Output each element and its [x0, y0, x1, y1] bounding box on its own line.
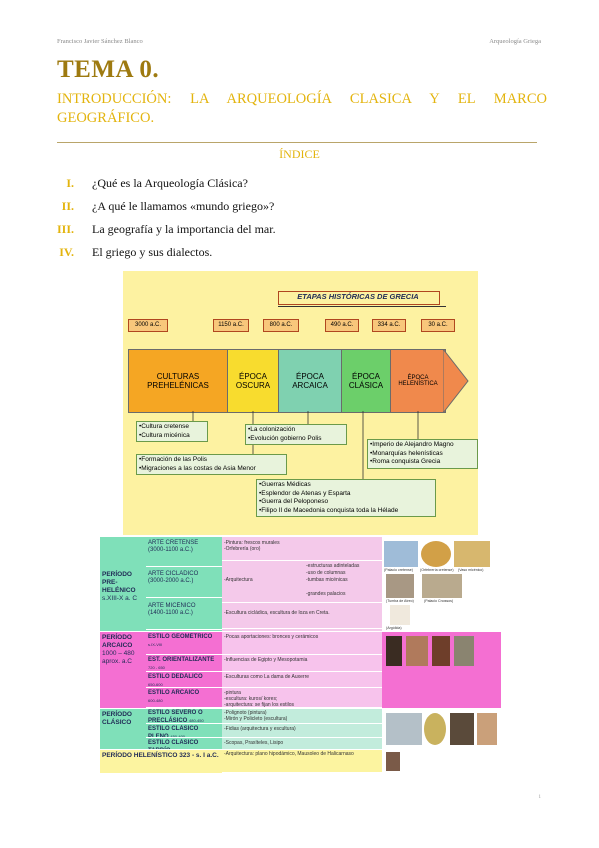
- style-severe: ESTILO SEVERO O PRECLÁSICO 480-450: [146, 709, 222, 724]
- gold-jewel-image: [421, 541, 451, 567]
- desc-geometric: -Pocas aportaciones: bronces y cerámicos: [222, 633, 382, 655]
- parthenon-image: [386, 713, 422, 745]
- desc-cycladic: -Arquitectura -estructuras adinteladas -…: [222, 561, 382, 603]
- period-hellenistic: PERÍODO HELENÍSTICO 323 - s. I a.C.: [100, 750, 222, 773]
- desc-severe: -Polignoto (pintura)-Mirón y Policleto (…: [222, 709, 382, 724]
- art-periods-table: PERÍODO PRE-HELÉNICO s.XIII-X a. C PERÍO…: [100, 537, 501, 773]
- hellenistic-sculpture-image: [386, 752, 400, 771]
- desc-daedalic: -Esculturas como La dama de Auxerre: [222, 673, 382, 688]
- era-prehelenic: CULTURAS PREHELÉNICAS: [128, 349, 228, 413]
- timeline-banner-box: [278, 291, 440, 305]
- prehelenic-style-bg: [146, 537, 222, 631]
- style-cycladic: ARTE CICLÁDICO(3000-2000 a.C.): [146, 570, 222, 598]
- desc-hellenistic: -Arquitectura: plano hipodámico, Mausole…: [222, 750, 382, 773]
- toc-number: IV.: [59, 245, 74, 259]
- era-archaic: ÉPOCA ARCAICA: [278, 349, 342, 413]
- hellenistic-images: [382, 750, 501, 773]
- note-classical: •Guerras Médicas•Esplendor de Atenas y E…: [256, 479, 436, 518]
- table-of-contents: I. ¿Qué es la Arqueología Clásica? II. ¿…: [0, 176, 599, 266]
- timeline-figure: ETAPAS HISTÓRICAS DE GRECIA 3000 a.C. 11…: [123, 271, 478, 535]
- kouros-image: [406, 636, 428, 666]
- date-label: 1150 a.C.: [213, 319, 249, 332]
- caption: (Tumba de Atreo): [386, 599, 414, 603]
- period-classical: PERÍODO CLÁSICO: [100, 709, 146, 749]
- era-classical: ÉPOCA CLÁSICA: [341, 349, 391, 413]
- note-dark: •Formación de las Polis•Migraciones a la…: [136, 454, 287, 476]
- kore-image: [454, 636, 474, 666]
- desc-mycenaean: -Escultura cicládica, escultura de loza …: [222, 609, 382, 629]
- timeline-banner: ETAPAS HISTÓRICAS DE GRECIA: [297, 292, 419, 301]
- date-label: 800 a.C.: [263, 319, 299, 332]
- date-label: 30 a.C.: [421, 319, 455, 332]
- toc-item[interactable]: ¿Qué es la Arqueología Clásica?: [92, 176, 248, 190]
- classical-desc-bg: [222, 709, 382, 749]
- caption: (Vaso micénico): [458, 568, 484, 572]
- era-dark: ÉPOCA OSCURA: [227, 349, 279, 413]
- palace-image: [422, 574, 462, 598]
- page-number: 1: [538, 795, 542, 800]
- page-subtitle-line1: INTRODUCCIÓN: LA ARQUEOLOGÍA CLASICA Y E…: [57, 91, 547, 107]
- page-title: TEMA 0.: [57, 56, 160, 83]
- period-prehelenic: PERÍODO PRE-HELÉNICO s.XIII-X a. C: [100, 537, 146, 631]
- divider: [57, 142, 537, 143]
- discobolus-image: [450, 713, 474, 745]
- period-archaic: PERÍODO ARCAICO 1000 – 480 aprox. a.C: [100, 632, 146, 708]
- desc-classical-full: -Fidias (arquitectura y escultura): [222, 725, 382, 738]
- caption: (Palacio Cnossos): [424, 599, 454, 603]
- toc-item[interactable]: ¿A qué le llamamos «mundo griego»?: [92, 199, 275, 213]
- caption: (Palacio cretense): [384, 568, 413, 572]
- note-archaic: •La colonización•Evolución gobierno Poli…: [245, 424, 347, 446]
- page-subtitle-line2: GEOGRÁFICO.: [57, 110, 155, 126]
- timeline-arrow-head: [443, 349, 469, 413]
- desc-cretan: -Pintura: frescos murales-Orfebrería (or…: [222, 539, 382, 561]
- bronze-horse-image: [386, 636, 402, 666]
- era-hellenistic: ÉPOCA HELENÍSTICA: [390, 349, 446, 413]
- caption: (Orfebrería cretense): [420, 568, 454, 572]
- archaic-desc-bg: [222, 632, 382, 708]
- date-label: 334 a.C.: [372, 319, 406, 332]
- caption: (Argólida): [386, 626, 402, 630]
- note-prehelenic: •Cultura cretense•Cultura micénica: [136, 421, 208, 443]
- index-heading: ÍNDICE: [279, 147, 320, 161]
- toc-number: II.: [61, 199, 74, 213]
- classical-style-bg: [146, 709, 222, 749]
- date-label: 490 a.C.: [325, 319, 359, 332]
- header-course: Arqueología Griega: [489, 38, 541, 45]
- desc-archaic: -pintura-escultura: kuros/ kores;-arquit…: [222, 689, 382, 708]
- toc-number: I.: [66, 176, 74, 190]
- style-classical-full: ESTILO CLÁSICO PLENO 450-400: [146, 725, 222, 738]
- style-mycenaean: ARTE MICÉNICO(1400-1100 a.C.): [146, 602, 222, 630]
- toc-number: III.: [56, 222, 74, 236]
- prehelenic-desc-bg: [222, 537, 382, 631]
- fresco-image: [384, 541, 418, 567]
- vase-image: [432, 636, 450, 666]
- desc-classical-late: -Scopas, Praxíteles, Lisipo: [222, 739, 382, 750]
- statue-image: [477, 713, 497, 745]
- banner-arrow-line: [278, 306, 446, 307]
- toc-item[interactable]: El griego y sus dialectos.: [92, 245, 213, 259]
- tomb-image: [386, 574, 414, 598]
- style-cretan: ARTE CRETENSE(3000-1100 a.C.): [146, 539, 222, 567]
- note-hellenistic: •Imperio de Alejandro Magno•Monarquías h…: [367, 439, 478, 469]
- mycenaean-vase-image: [454, 541, 490, 567]
- cycladic-figure-image: [390, 605, 410, 625]
- coin-image: [424, 713, 446, 745]
- toc-item[interactable]: La geografía y la importancia del mar.: [92, 222, 276, 236]
- style-classical-late: ESTILO CLÁSICO TARDÍO 400-323: [146, 739, 222, 750]
- archaic-style-bg: [146, 632, 222, 708]
- header-author: Francisco Javier Sánchez Blanco: [57, 38, 143, 45]
- desc-orientalizing: -Influencias de Egipto y Mesopotamia: [222, 656, 382, 672]
- date-label: 3000 a.C.: [128, 319, 168, 332]
